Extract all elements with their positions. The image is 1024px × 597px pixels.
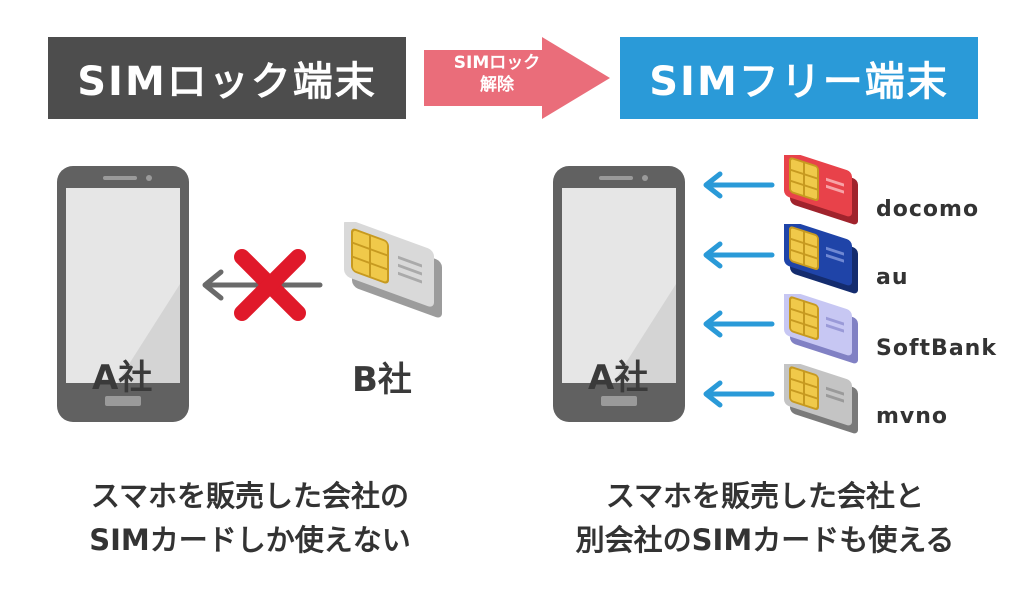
right-caption-line2: 別会社のSIMカードも使える <box>575 523 955 557</box>
left-phone-company-label: A社 <box>92 358 153 398</box>
sim-b-company-label: B社 <box>352 360 412 400</box>
left-phone-icon <box>57 166 189 422</box>
sim-locked-title: SIMロック端末 <box>48 37 406 119</box>
unlock-label: SIMロック 解除 <box>432 52 562 96</box>
arrow-left-mvno-icon <box>703 380 775 408</box>
left-caption-line1: スマホを販売した会社の <box>90 479 410 513</box>
carrier-label-docomo: docomo <box>876 197 980 222</box>
cross-icon <box>234 249 306 321</box>
sim-card-b-icon <box>344 222 442 318</box>
sim-card-mvno-icon <box>784 364 858 434</box>
sim-card-docomo-icon <box>784 155 858 225</box>
carrier-label-au: au <box>876 265 909 290</box>
left-caption: スマホを販売した会社の SIMカードしか使えない <box>40 474 460 562</box>
arrow-left-softbank-icon <box>703 310 775 338</box>
arrow-left-docomo-icon <box>703 171 775 199</box>
unlock-label-line1: SIMロック <box>453 53 541 73</box>
unlock-arrow-icon <box>424 37 610 119</box>
right-caption-line1: スマホを販売した会社と <box>605 479 925 513</box>
unlock-label-line2: 解除 <box>480 75 514 95</box>
left-caption-line2: SIMカードしか使えない <box>89 523 411 557</box>
right-phone-company-label: A社 <box>588 358 649 398</box>
carrier-label-softbank: SoftBank <box>876 336 997 361</box>
right-caption: スマホを販売した会社と 別会社のSIMカードも使える <box>545 474 985 562</box>
sim-card-softbank-icon <box>784 294 858 364</box>
sim-free-title: SIMフリー端末 <box>620 37 978 119</box>
carrier-label-mvno: mvno <box>876 404 949 429</box>
sim-card-au-icon <box>784 224 858 294</box>
right-phone-icon <box>553 166 685 422</box>
arrow-left-au-icon <box>703 241 775 269</box>
